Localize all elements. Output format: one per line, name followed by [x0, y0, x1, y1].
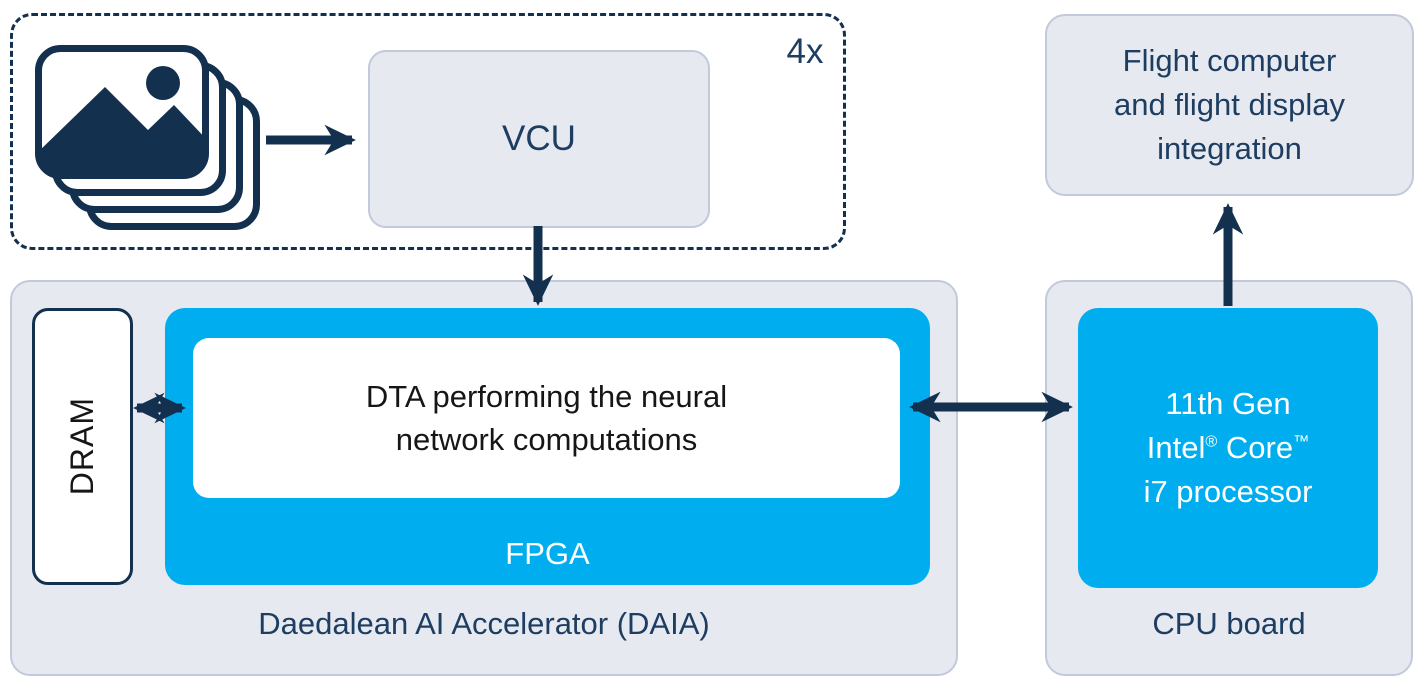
dta-label-line-2: network computations — [395, 422, 698, 457]
sun-icon — [146, 66, 180, 100]
flight-integration-box: Flight computer and flight display integ… — [1045, 14, 1414, 196]
multiplier-label: 4x — [786, 32, 824, 71]
mountain-icon — [41, 87, 203, 173]
fpga-label: FPGA — [505, 536, 590, 571]
flight-label-line-3: integration — [1157, 131, 1302, 166]
stacked-images-icon — [35, 45, 260, 230]
registered-mark: ® — [1205, 432, 1218, 451]
processor-box: 11th Gen Intel® Core™ i7 processor — [1078, 308, 1378, 588]
processor-line-1: 11th Gen — [1165, 386, 1291, 421]
dram-box: DRAM — [32, 308, 133, 585]
dta-label-line-1: DTA performing the neural — [365, 379, 728, 414]
dram-label: DRAM — [64, 397, 100, 496]
camera-input-group — [10, 13, 846, 250]
core-brand-text: Core — [1217, 430, 1294, 465]
fpga-box: DTA performing the neural network comput… — [165, 308, 930, 585]
daia-title: Daedalean AI Accelerator (DAIA) — [258, 606, 710, 641]
processor-line-3: i7 processor — [1143, 474, 1313, 509]
dta-box: DTA performing the neural network comput… — [193, 338, 900, 498]
processor-line-2: Intel® Core™ — [1147, 426, 1309, 470]
cpu-board-title: CPU board — [1152, 606, 1306, 641]
intel-brand-text: Intel — [1146, 430, 1206, 465]
vcu-box: VCU — [368, 50, 710, 228]
vcu-label: VCU — [502, 119, 576, 158]
flight-label-line-2: and flight display — [1114, 87, 1345, 122]
flight-label-line-1: Flight computer — [1122, 43, 1337, 78]
trademark-mark: ™ — [1293, 432, 1310, 451]
